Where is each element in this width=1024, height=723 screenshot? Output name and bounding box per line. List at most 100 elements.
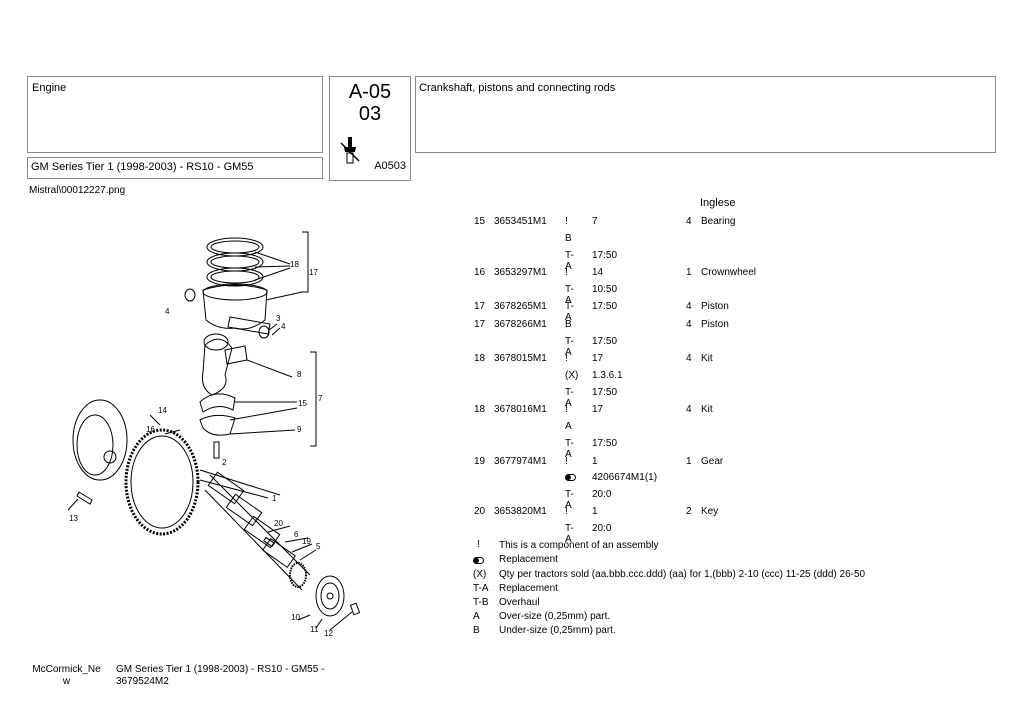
description-box: Crankshaft, pistons and connecting rods xyxy=(415,76,996,153)
legend-text: Replacement xyxy=(499,583,558,594)
callout-13: 13 xyxy=(69,514,78,523)
crankshaft-key xyxy=(263,536,275,548)
piston-pin xyxy=(227,316,271,335)
part-description: Gear xyxy=(701,456,724,467)
callout-19: 19 xyxy=(302,537,311,546)
note-mark: ! xyxy=(565,456,568,467)
section-code: A-05 03 xyxy=(330,81,410,125)
legend-text: Replacement xyxy=(499,554,558,565)
circlip-left xyxy=(184,288,196,302)
callout-20: 20 xyxy=(274,519,283,528)
note-value: 17:50 xyxy=(592,336,618,347)
series-box: GM Series Tier 1 (1998-2003) - RS10 - GM… xyxy=(27,157,323,179)
callout-15: 15 xyxy=(298,399,307,408)
section-code-line2: 03 xyxy=(358,103,382,125)
section-code-box: A-05 03 A0503 xyxy=(329,76,411,181)
note-value: 4206674M1(1) xyxy=(592,472,658,483)
group-title: Engine xyxy=(32,82,67,94)
engine-tool-icon xyxy=(340,137,360,164)
note-value: 1 xyxy=(592,456,598,467)
part-number: 3653820M1 xyxy=(494,506,547,517)
callout-17: 17 xyxy=(309,268,318,277)
callout-4-top: 4 xyxy=(165,307,170,316)
note-value: 20:0 xyxy=(592,523,612,534)
legend-text: This is a component of an assembly xyxy=(499,540,659,551)
note-value: 17:50 xyxy=(592,301,618,312)
legend-symbol: A xyxy=(473,611,480,622)
note-mark: ! xyxy=(565,267,568,278)
note-mark: T-A xyxy=(565,387,574,409)
section-code-line1: A-05 xyxy=(348,81,392,103)
part-description: Kit xyxy=(701,353,713,364)
language-label: Inglese xyxy=(700,197,736,209)
callout-12: 12 xyxy=(324,629,333,638)
note-value: 20:0 xyxy=(592,489,612,500)
quantity: 4 xyxy=(686,319,692,330)
crownwheel xyxy=(124,428,200,536)
callout-18: 18 xyxy=(290,260,299,269)
callout-11: 11 xyxy=(310,625,319,634)
pulley-bolt xyxy=(349,602,360,616)
ref-number: 15 xyxy=(474,216,486,227)
legend-symbol: T-B xyxy=(473,597,489,608)
part-number: 3653451M1 xyxy=(494,216,547,227)
crankshaft xyxy=(204,471,311,591)
pulley xyxy=(315,575,345,617)
note-mark: (X) xyxy=(565,370,579,381)
legend-text: Over-size (0,25mm) part. xyxy=(499,611,611,622)
part-description: Piston xyxy=(701,319,729,330)
note-mark: B xyxy=(565,319,572,330)
part-description: Bearing xyxy=(701,216,736,227)
legend-text: Qty per tractors sold (aa.bbb.ccc.ddd) (… xyxy=(499,569,866,580)
footer-series: GM Series Tier 1 (1998-2003) - RS10 - GM… xyxy=(116,664,325,687)
note-value: 17:50 xyxy=(592,438,618,449)
group-box: Engine xyxy=(27,76,323,153)
conrod-bolt xyxy=(213,441,220,459)
part-number: 3653297M1 xyxy=(494,267,547,278)
ref-number: 16 xyxy=(474,267,486,278)
quantity: 1 xyxy=(686,267,692,278)
note-value: 17:50 xyxy=(592,387,618,398)
callout-8: 8 xyxy=(297,370,302,379)
callout-7: 7 xyxy=(318,394,323,403)
note-mark: ! xyxy=(565,404,568,415)
callout-16: 16 xyxy=(146,425,155,434)
callout-3: 3 xyxy=(276,314,281,323)
ref-number: 19 xyxy=(474,456,486,467)
quantity: 4 xyxy=(686,216,692,227)
note-value: 1 xyxy=(592,506,598,517)
note-value: 14 xyxy=(592,267,604,278)
note-mark: B xyxy=(565,233,572,244)
note-value: 1.3.6.1 xyxy=(592,370,623,381)
piston xyxy=(202,284,268,330)
part-number: 3678016M1 xyxy=(494,404,547,415)
note-mark: T-A xyxy=(565,284,574,306)
note-value: 17:50 xyxy=(592,250,618,261)
note-mark: ! xyxy=(565,506,568,517)
note-value: 7 xyxy=(592,216,598,227)
legend-symbol: ! xyxy=(477,539,480,550)
note-value: 10:50 xyxy=(592,284,618,295)
part-number: 3678015M1 xyxy=(494,353,547,364)
legend-symbol: T-A xyxy=(473,583,489,594)
note-mark: T-A xyxy=(565,301,574,323)
note-mark: T-A xyxy=(565,523,574,545)
legend-text: Under-size (0,25mm) part. xyxy=(499,625,616,636)
quantity: 4 xyxy=(686,404,692,415)
callout-6: 6 xyxy=(294,530,299,539)
part-number: 3677974M1 xyxy=(494,456,547,467)
quantity: 4 xyxy=(686,353,692,364)
quantity: 1 xyxy=(686,456,692,467)
note-value: 17 xyxy=(592,353,604,364)
note-value: 17 xyxy=(592,404,604,415)
section-description: Crankshaft, pistons and connecting rods xyxy=(419,82,616,94)
image-filename: Mistral\00012227.png xyxy=(29,185,126,196)
note-mark: T-A xyxy=(565,336,574,358)
callout-4: 4 xyxy=(281,322,286,331)
ref-number: 18 xyxy=(474,353,486,364)
note-mark: T-A xyxy=(565,489,574,511)
note-mark: ! xyxy=(565,216,568,227)
circlip-right xyxy=(258,325,270,339)
bearing-shell-upper xyxy=(199,393,236,413)
section-code-small: A0503 xyxy=(374,160,406,172)
